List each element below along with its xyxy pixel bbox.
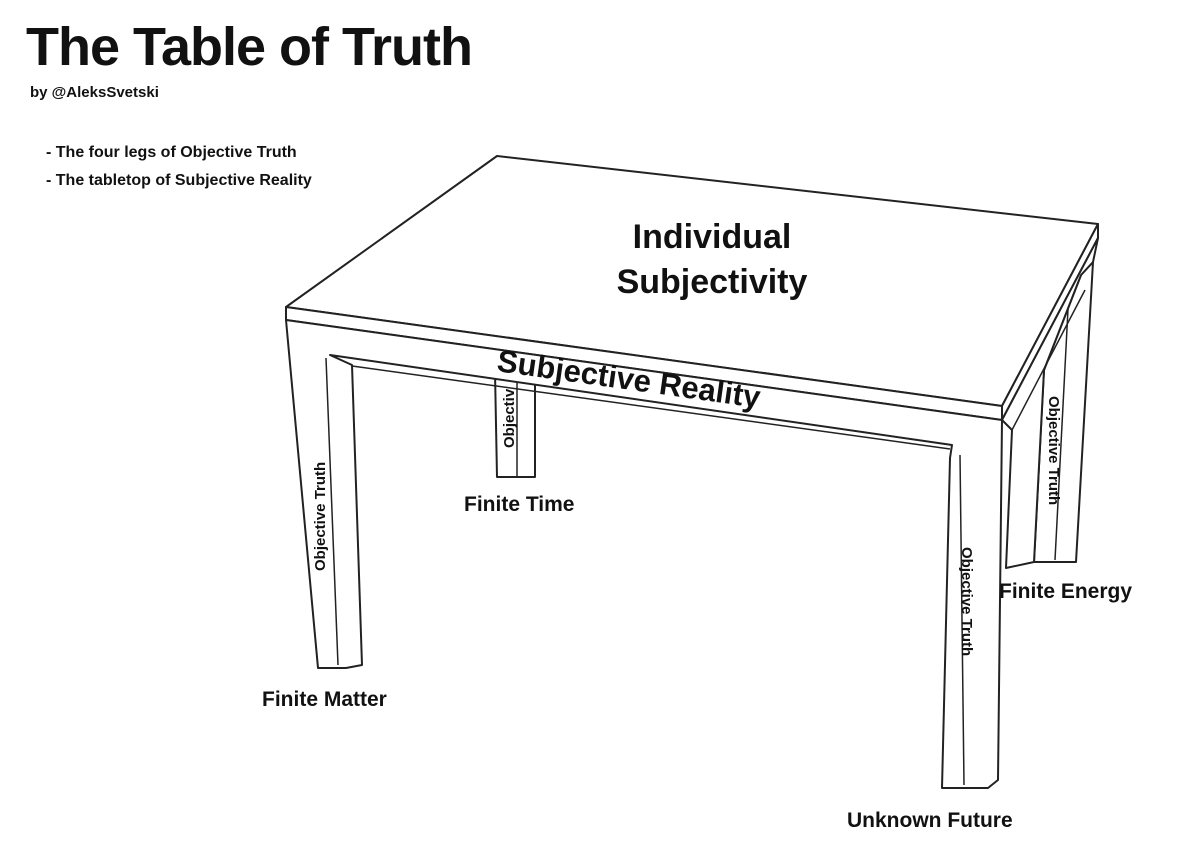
leg-back-right-text: Objective Truth	[1045, 396, 1062, 505]
legend-item-tabletop: - The tabletop of Subjective Reality	[46, 172, 312, 189]
diagram-title: The Table of Truth	[26, 17, 473, 77]
leg-front-left-name: Finite Matter	[262, 688, 387, 711]
leg-back-right-name: Finite Energy	[999, 580, 1132, 603]
front-apron-frame	[285, 319, 1003, 789]
tabletop-label-line2: Subjectivity	[617, 263, 808, 301]
leg-back-left-text: Objectiv	[501, 388, 518, 448]
author-byline: by @AleksSvetski	[30, 84, 159, 101]
leg-back-left-name: Finite Time	[464, 493, 574, 516]
leg-front-right-name: Unknown Future	[847, 809, 1013, 832]
tabletop-label-line1: Individual	[633, 218, 792, 256]
legend-list: - The four legs of Objective Truth - The…	[46, 143, 312, 199]
leg-front-right-text: Objective Truth	[958, 547, 975, 656]
leg-front-left-text: Objective Truth	[312, 462, 329, 571]
legend-item-legs: - The four legs of Objective Truth	[46, 144, 297, 161]
